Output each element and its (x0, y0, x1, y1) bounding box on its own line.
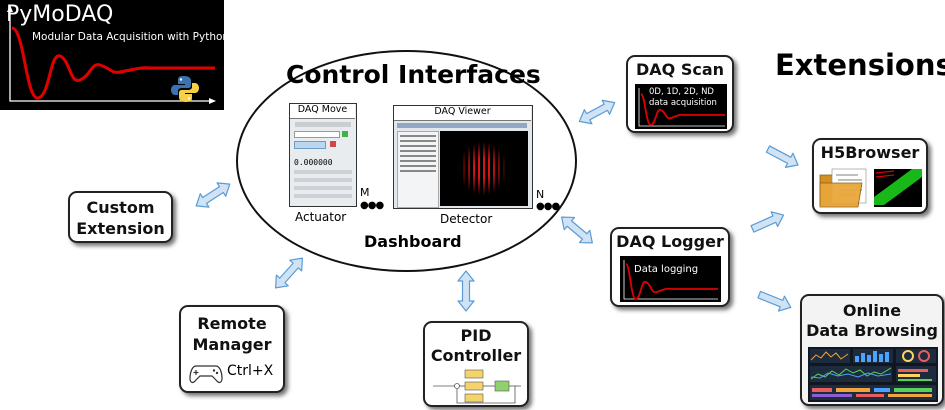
actuator-caption: Actuator (295, 210, 347, 224)
daq-viewer-title: DAQ Viewer (394, 106, 531, 121)
arrow-custom-dashboard (191, 176, 235, 214)
h5browser-title: H5Browser (820, 143, 920, 162)
daq-scan-panel: 0D, 1D, 2D, ND data acquisition (635, 84, 727, 129)
online-dashboard-panel (808, 347, 938, 402)
actuator-count: M (360, 186, 370, 199)
daq-logger-title: DAQ Logger (616, 232, 724, 251)
arrow-logger-h5browser (748, 207, 788, 237)
daq-scan-title: DAQ Scan (635, 60, 725, 79)
actuator-ellipsis-icon: ●●● (360, 200, 384, 211)
online-line2: Data Browsing (806, 321, 938, 340)
pid-block-diagram-graphic (433, 369, 521, 404)
h5browser-plot-graphic (874, 169, 922, 205)
arrow-dashboard-scan (574, 94, 620, 130)
daq-logger-text: Data logging (634, 264, 699, 275)
daq-logger-curve (623, 260, 718, 300)
detector-caption: Detector (440, 212, 493, 226)
custom-extension-line1: Custom (86, 198, 155, 217)
detector-count: N (536, 188, 545, 201)
viewer-settings-tree (397, 131, 439, 208)
daq-move-window[interactable]: DAQ Move 0.000000 (289, 103, 357, 207)
move-row-1 (294, 170, 352, 174)
daq-scan-line2: data acquisition (649, 98, 717, 108)
daq-scan-line1: 0D, 1D, 2D, ND (649, 87, 714, 97)
arrow-logger-online (755, 286, 795, 316)
move-value: 0.000000 (294, 158, 333, 167)
pid-line2: Controller (430, 346, 522, 365)
h5browser-box[interactable]: H5Browser (812, 138, 928, 214)
pid-line1: PID (460, 326, 492, 345)
arrow-dashboard-logger (555, 210, 599, 250)
move-init-button (294, 141, 326, 149)
logo-tagline: Modular Data Acquisition with Python (32, 31, 230, 43)
online-data-browsing-box[interactable]: Online Data Browsing (800, 294, 944, 406)
logo-curve-graphic (7, 5, 216, 104)
arrow-scan-h5browser (763, 141, 803, 173)
pid-controller-box[interactable]: PID Controller (423, 321, 529, 407)
daq-logger-box[interactable]: DAQ Logger Data logging (610, 227, 730, 307)
move-stop-icon (330, 141, 336, 147)
gamepad-icon (189, 365, 223, 384)
daq-move-title: DAQ Move (290, 104, 355, 119)
move-row-3 (294, 186, 352, 190)
extensions-heading: Extensions (775, 48, 945, 82)
daq-scan-box[interactable]: DAQ Scan 0D, 1D, 2D, ND data acquisition (626, 55, 734, 133)
custom-extension-line2: Extension (76, 219, 165, 238)
remote-manager-box[interactable]: Remote Manager Ctrl+X (179, 305, 285, 393)
arrow-pid-dashboard (457, 270, 475, 312)
move-row-2 (294, 178, 352, 182)
move-toolbar (295, 122, 351, 127)
online-line1: Online (842, 301, 902, 320)
remote-manager-line2: Manager (192, 335, 272, 354)
python-icon (171, 76, 199, 102)
logo-name: PyMoDAQ (6, 2, 114, 27)
arrow-remote-dashboard (269, 252, 309, 294)
viewer-image-panel (440, 131, 528, 206)
detector-ellipsis-icon: ●●● (536, 201, 560, 212)
daq-logger-panel: Data logging (620, 256, 721, 302)
dashboard-title: Control Interfaces (286, 60, 541, 89)
daq-viewer-window[interactable]: DAQ Viewer (393, 105, 533, 209)
online-dashboard-graphic (810, 349, 936, 400)
remote-manager-shortcut: Ctrl+X (227, 363, 274, 379)
h5browser-plot-panel (874, 169, 922, 207)
pymodaq-logo: PyMoDAQ Modular Data Acquisition with Py… (0, 0, 229, 110)
remote-manager-line1: Remote (197, 314, 267, 333)
daq-scan-curve (638, 88, 725, 127)
viewer-toolbar (397, 123, 527, 128)
move-row-4 (294, 194, 352, 198)
move-combo (294, 131, 340, 138)
move-status-led (342, 131, 348, 137)
folder-icon (819, 168, 867, 208)
dashboard-label: Dashboard (364, 232, 462, 251)
custom-extension-box[interactable]: Custom Extension (68, 191, 173, 243)
